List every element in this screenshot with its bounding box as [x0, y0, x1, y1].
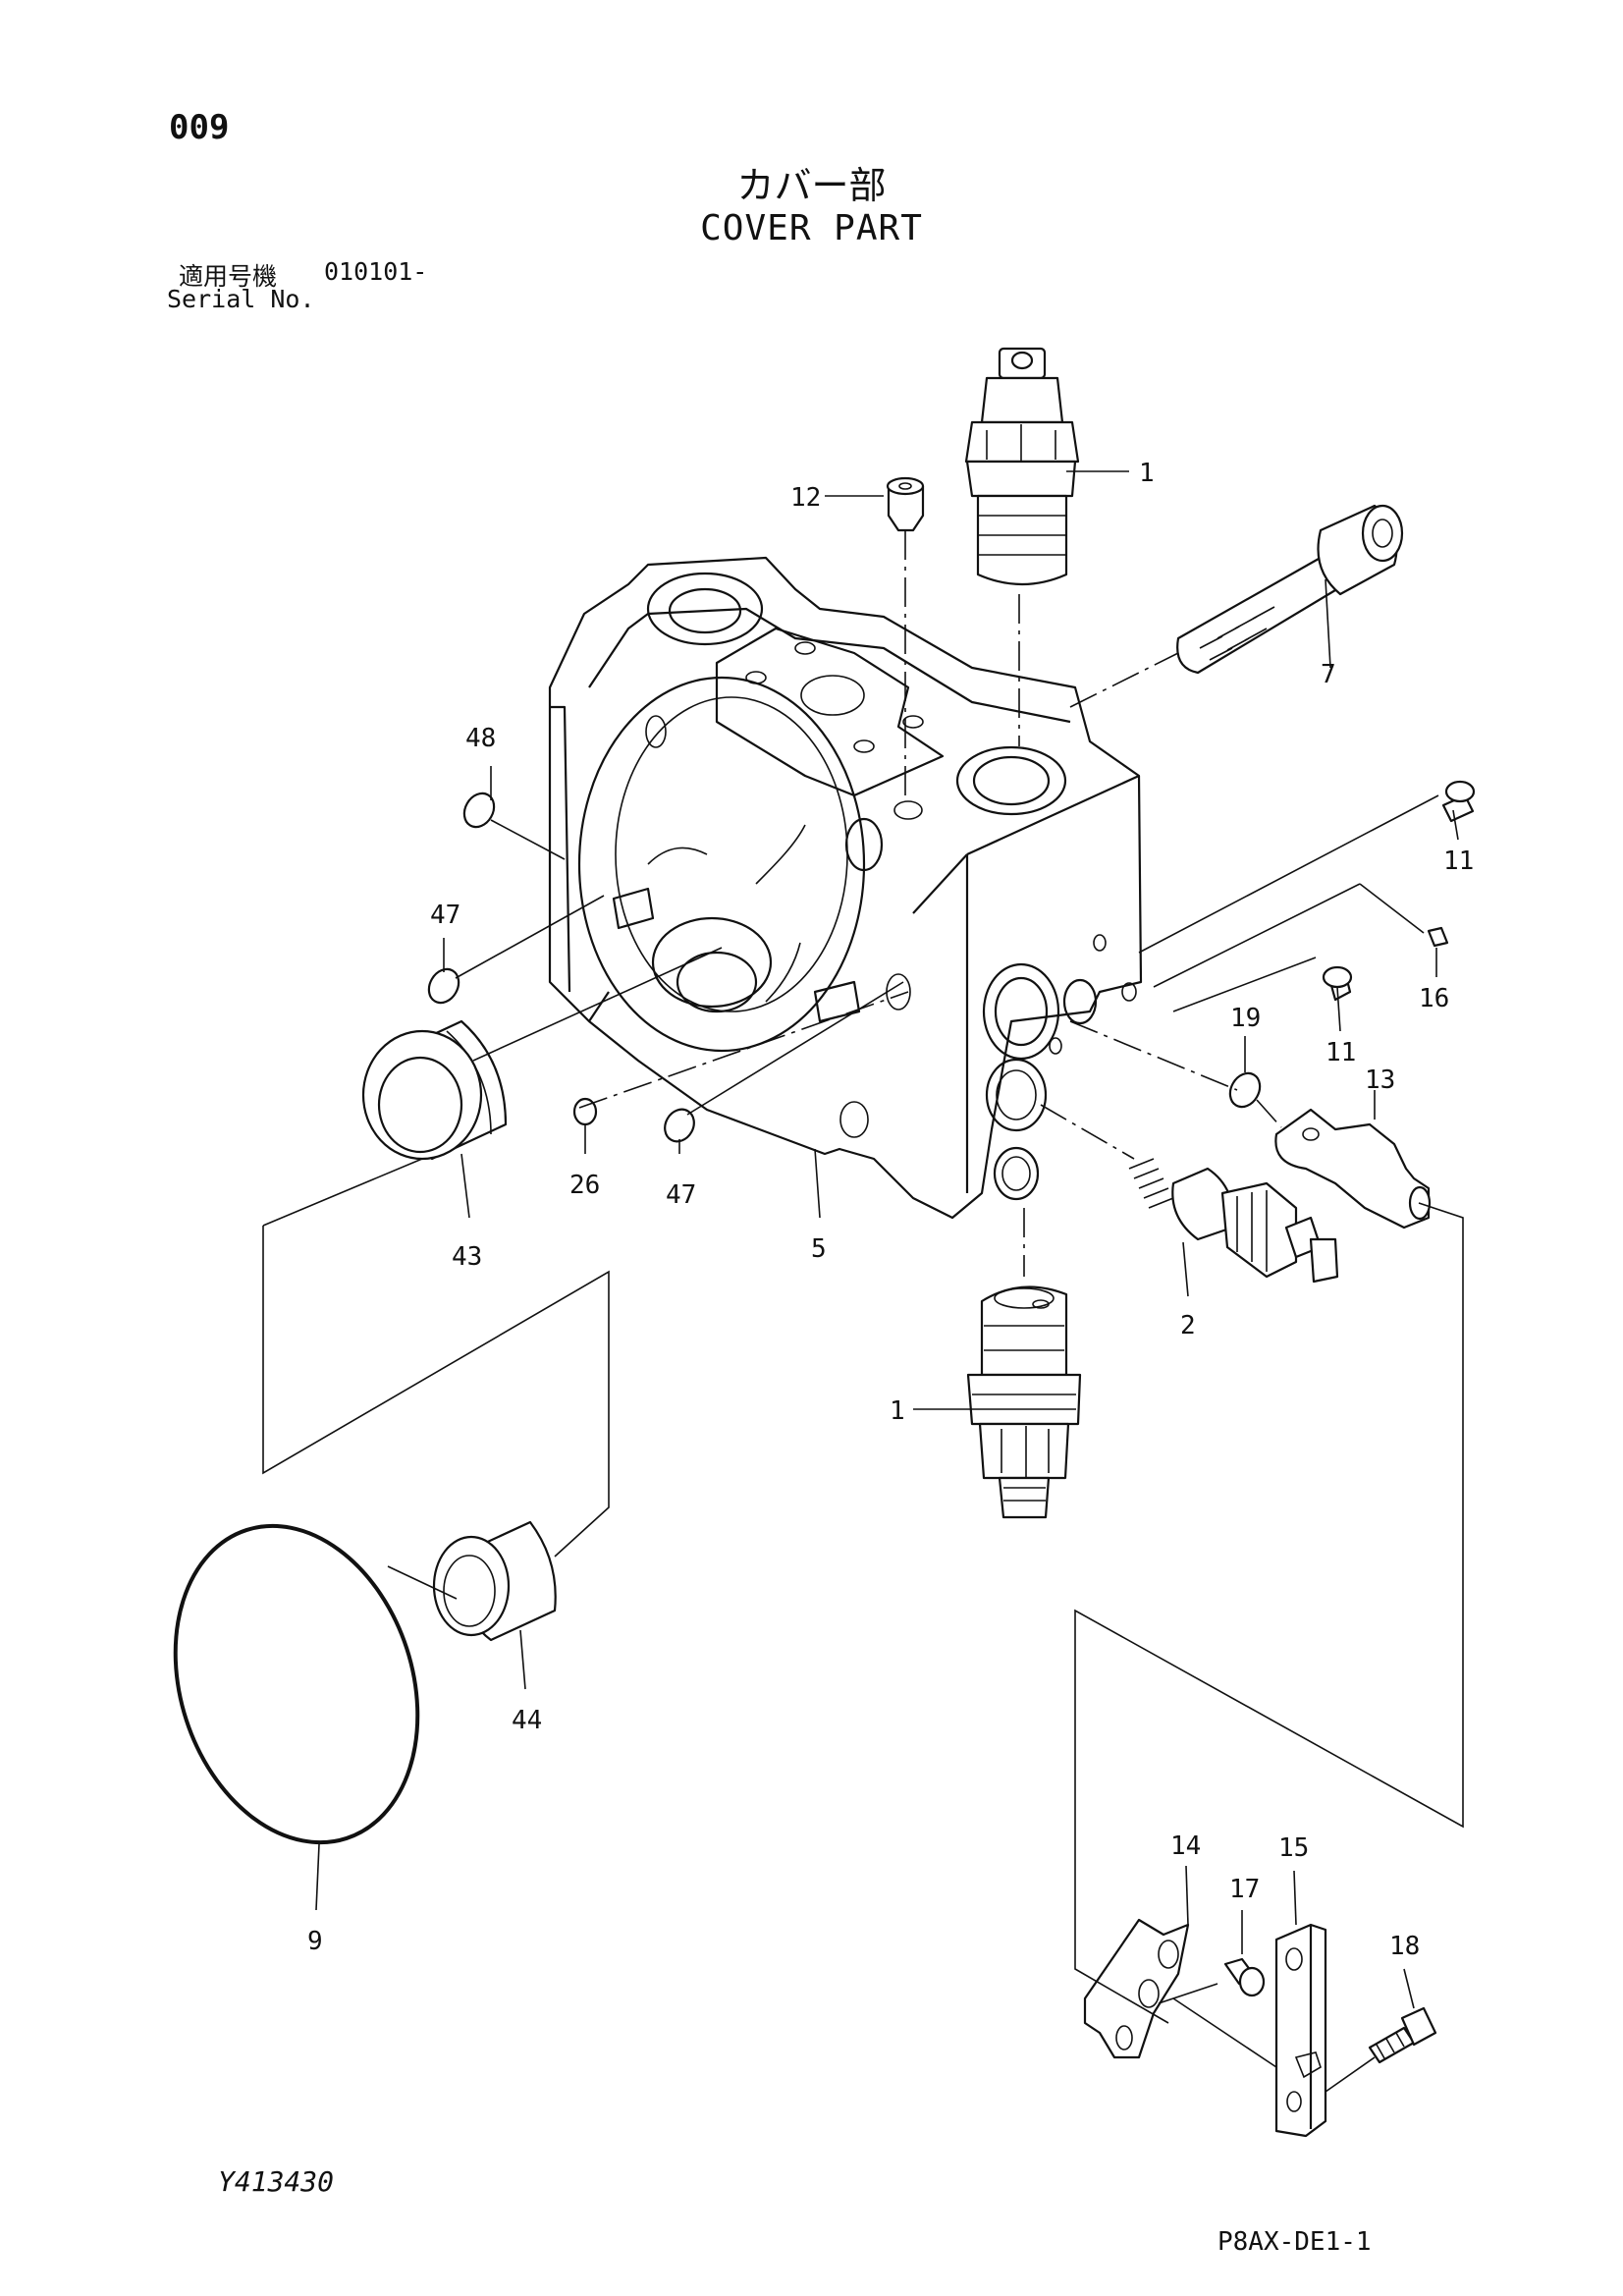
callout-12: 12: [790, 483, 821, 513]
callout-17: 17: [1229, 1875, 1260, 1904]
bushing-44: [432, 1520, 557, 1642]
page-number: 009: [169, 108, 230, 147]
screw-18: [1368, 2006, 1437, 2064]
assembly-centerlines: [578, 530, 1282, 1277]
callout-1-bottom: 1: [890, 1396, 905, 1426]
leader-lines: [262, 470, 1464, 2093]
callout-47-left: 47: [430, 901, 460, 930]
pin-16: [1427, 926, 1449, 948]
callout-48: 48: [465, 724, 496, 753]
screw-11-top: [1441, 780, 1476, 823]
relief-valve-bottom: [966, 1285, 1082, 1519]
callout-19: 19: [1230, 1004, 1261, 1033]
drawing-code: Y413430: [218, 2165, 335, 2198]
callout-11-top: 11: [1443, 847, 1474, 876]
callout-43: 43: [452, 1242, 482, 1272]
callout-7: 7: [1321, 660, 1336, 689]
callout-13: 13: [1365, 1066, 1395, 1095]
title-japanese: カバー部: [736, 164, 887, 207]
callout-11-mid: 11: [1325, 1038, 1356, 1067]
callout-18: 18: [1389, 1932, 1420, 1961]
cap-screw: [1176, 504, 1404, 675]
callout-47-right: 47: [666, 1180, 696, 1210]
callout-numbers: 1 12 7 48 47 11 16 11 19 13 26 47 43 5 2…: [307, 459, 1474, 1961]
serial-label-japanese: 適用号機: [179, 262, 278, 291]
serial-label-english: Serial No.: [167, 285, 315, 313]
plug-small: [886, 476, 925, 532]
relief-valve-top: [964, 347, 1080, 586]
serial-number-value: 010101-: [324, 257, 428, 286]
cover-housing: [548, 556, 1143, 1220]
bracket-14: [1083, 1918, 1190, 2059]
large-o-ring: [173, 1523, 420, 1845]
bearing-43: [361, 1019, 508, 1161]
small-o-rings: [427, 792, 1262, 1143]
callout-9: 9: [307, 1927, 323, 1956]
callout-44: 44: [512, 1706, 542, 1735]
callout-15: 15: [1278, 1833, 1309, 1863]
screw-17: [1223, 1957, 1266, 1997]
spool-13: [1274, 1108, 1432, 1230]
sheet-code: P8AX-DE1-1: [1217, 2227, 1372, 2257]
callout-14: 14: [1170, 1831, 1201, 1861]
callout-1-top: 1: [1139, 459, 1155, 488]
title-english: COVER PART: [700, 208, 923, 248]
callout-16: 16: [1419, 984, 1449, 1013]
callout-2: 2: [1180, 1311, 1196, 1340]
callout-26: 26: [569, 1171, 600, 1200]
screw-11-mid: [1322, 965, 1353, 1002]
callout-5: 5: [811, 1234, 827, 1264]
adjuster-2: [1128, 1158, 1339, 1284]
plate-15: [1274, 1923, 1327, 2138]
